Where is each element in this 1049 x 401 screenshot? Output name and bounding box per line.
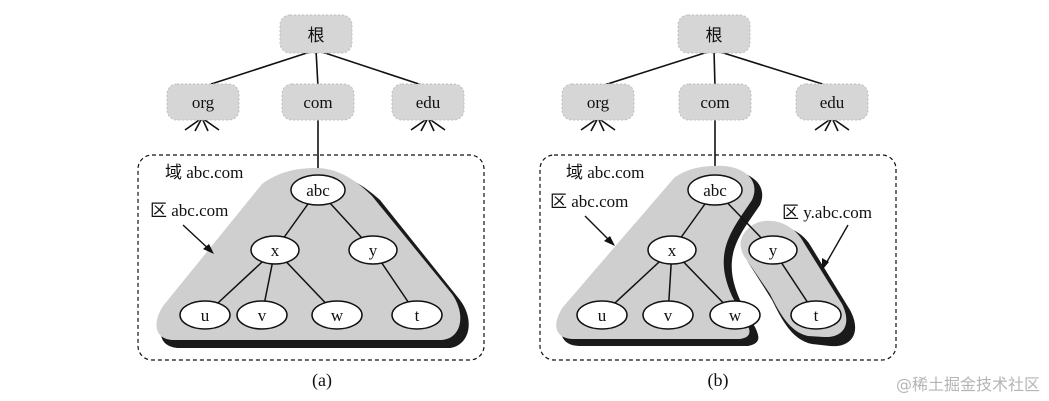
node-w-a: w <box>311 300 363 330</box>
root-label: 根 <box>308 26 325 45</box>
node-y-b: y <box>748 235 798 265</box>
zone-pointer-head-a <box>203 244 214 254</box>
svg-text:u: u <box>201 306 210 325</box>
node-x-a: x <box>250 235 300 265</box>
tld-org-label: org <box>192 93 215 112</box>
panel-b: 根 org com edu 域 abc.com 区 abc.com 区 y.ab… <box>539 14 897 391</box>
zone-pointer-head-b1 <box>604 236 615 246</box>
node-v-a: v <box>236 300 288 330</box>
node-abc-b: abc <box>687 174 743 206</box>
node-u-a: u <box>179 300 231 330</box>
panel-a: 根 org com edu 域 abc.com 区 abc.com <box>137 14 485 391</box>
caption-a: (a) <box>312 370 332 391</box>
node-u-b: u <box>576 300 628 330</box>
zone-label-b1: 区 abc.com <box>550 192 628 211</box>
zone-fill-a <box>156 168 461 340</box>
tld-box-edu-b: edu <box>795 83 869 121</box>
svg-text:t: t <box>814 306 819 325</box>
node-x-b: x <box>647 235 697 265</box>
zone-pointer-b2 <box>823 224 849 268</box>
root-box-b: 根 <box>677 14 751 54</box>
domain-label-a: 域 abc.com <box>165 163 243 182</box>
node-t-a: t <box>391 300 443 330</box>
zone-label-b2: 区 y.abc.com <box>782 203 872 222</box>
root-box-a: 根 <box>279 14 353 54</box>
tld-box-org-b: org <box>561 83 635 121</box>
node-y-a: y <box>348 235 398 265</box>
tld-box-org-a: org <box>166 83 240 121</box>
top-tree-edges-b <box>580 49 850 175</box>
zone-pointer-head-b2 <box>822 258 829 270</box>
svg-text:u: u <box>598 306 607 325</box>
tld-box-com-a: com <box>281 83 355 121</box>
domain-label-b: 域 abc.com <box>566 163 644 182</box>
svg-text:x: x <box>271 241 280 260</box>
root-label: 根 <box>706 26 723 45</box>
tld-org-label: org <box>587 93 610 112</box>
svg-text:y: y <box>769 241 778 260</box>
node-t-b: t <box>790 300 842 330</box>
tld-edu-label: edu <box>820 93 845 112</box>
domain-boundary-a <box>137 154 485 361</box>
svg-text:w: w <box>729 306 742 325</box>
svg-text:w: w <box>331 306 344 325</box>
svg-text:y: y <box>369 241 378 260</box>
caption-b: (b) <box>708 370 729 391</box>
svg-text:v: v <box>258 306 267 325</box>
tld-edu-label: edu <box>416 93 441 112</box>
node-v-b: v <box>642 300 694 330</box>
svg-text:t: t <box>415 306 420 325</box>
svg-text:abc: abc <box>703 181 727 200</box>
watermark: @稀土掘金技术社区 <box>896 375 1040 394</box>
node-abc-a: abc <box>290 174 346 206</box>
zone-label-a: 区 abc.com <box>150 201 228 220</box>
node-w-b: w <box>709 300 761 330</box>
tld-com-label: com <box>700 93 729 112</box>
svg-text:v: v <box>664 306 673 325</box>
tld-box-com-b: com <box>678 83 752 121</box>
tld-box-edu-a: edu <box>391 83 465 121</box>
tld-com-label: com <box>303 93 332 112</box>
domain-boundary-b <box>539 154 897 361</box>
svg-text:x: x <box>668 241 677 260</box>
svg-text:abc: abc <box>306 181 330 200</box>
